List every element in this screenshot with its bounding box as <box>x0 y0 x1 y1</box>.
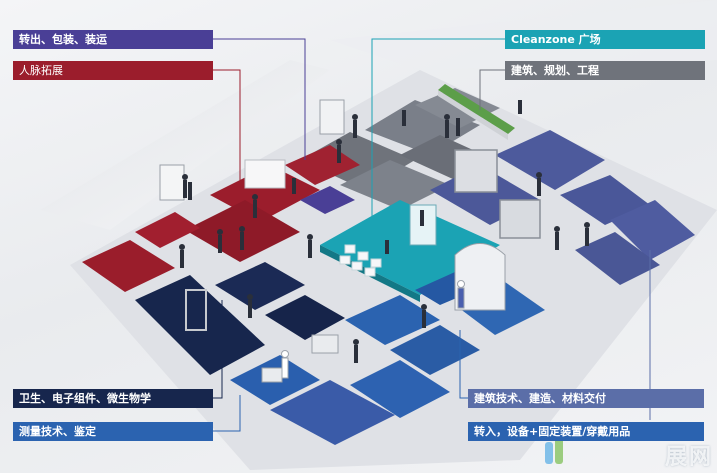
zone-slate-3 <box>610 200 695 260</box>
zone-blue-1 <box>345 295 440 345</box>
zone-navy-3 <box>265 295 345 340</box>
booth-structures <box>159 99 541 383</box>
label-hygiene: 卫生、电子组件、微生物学 <box>13 389 213 408</box>
label-plaza: Cleanzone 广场 <box>505 30 705 49</box>
green-planter <box>438 84 515 140</box>
zone-purple-1 <box>300 186 355 214</box>
zone-red-3 <box>135 212 200 248</box>
zone-grey-3 <box>340 160 450 210</box>
zone-slate-1 <box>495 130 605 190</box>
plaza-seating <box>339 244 382 277</box>
label-transfer: 转入，设备+固定装置/穿戴用品 <box>468 422 704 441</box>
zone-navy-2 <box>215 262 305 310</box>
visitors-cleanroom <box>281 280 465 379</box>
visitors <box>179 100 590 363</box>
label-building-tech: 建筑技术、建造、材料交付 <box>468 389 704 408</box>
label-network: 人脉拓展 <box>13 61 213 80</box>
zone-slate-4 <box>575 232 660 285</box>
zone-navy-1 <box>135 275 265 375</box>
zone-red-5 <box>285 145 360 185</box>
zone-blue-6 <box>270 380 395 445</box>
zone-blue-2 <box>390 325 480 375</box>
zone-blue-7 <box>350 360 450 418</box>
zone-red-4 <box>82 240 175 292</box>
watermark-text: 展网 <box>664 445 713 470</box>
watermark-logo-icon <box>545 438 563 464</box>
label-measurement: 测量技术、鉴定 <box>13 422 213 441</box>
back-wall <box>40 60 330 230</box>
label-transport: 转出、包装、装运 <box>13 30 213 49</box>
label-construction: 建筑、规划、工程 <box>505 61 705 80</box>
